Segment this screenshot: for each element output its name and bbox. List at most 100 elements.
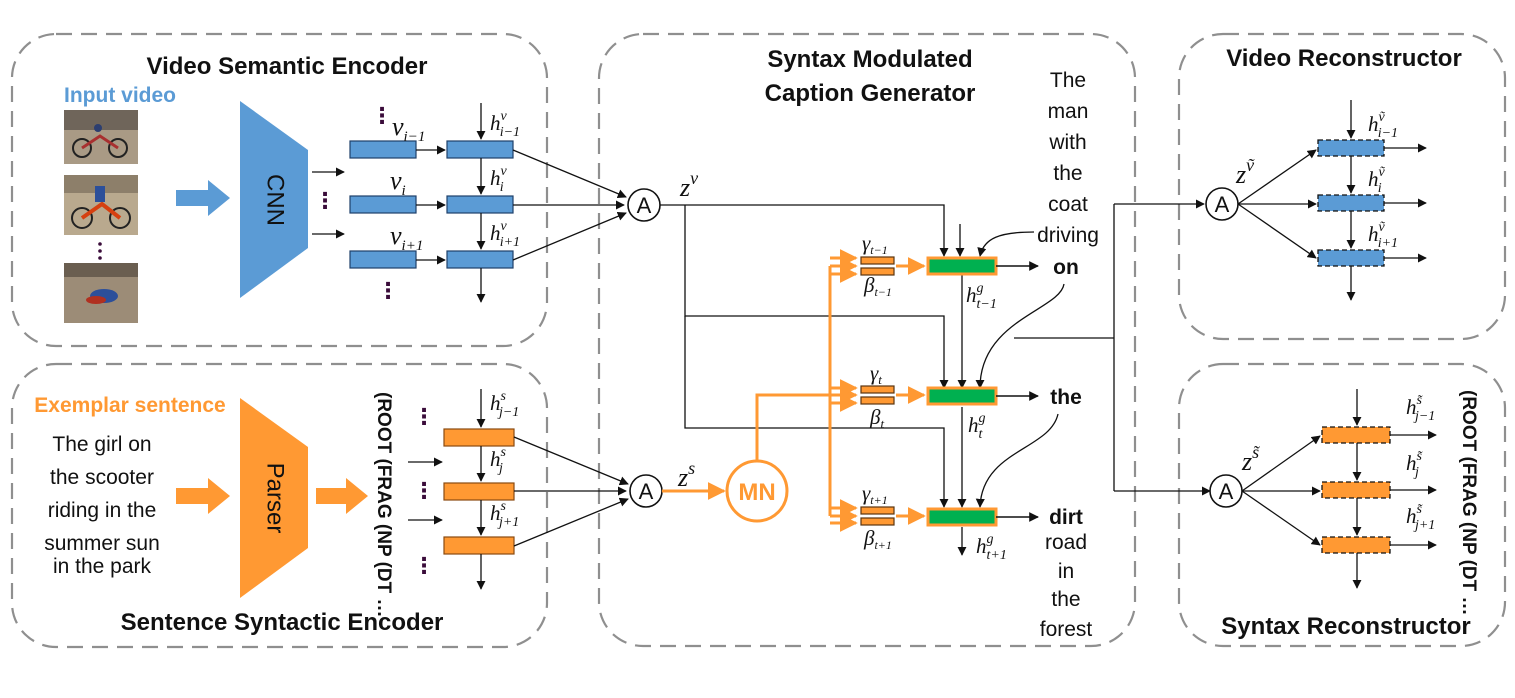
feature-label-prev: vi−1 xyxy=(392,112,425,145)
syntax-dots-3: ⋮ xyxy=(413,553,435,578)
feature-box-cur xyxy=(349,195,417,214)
syntax-recon-attention-label: A xyxy=(1219,479,1234,504)
caption-word-3: with xyxy=(1048,131,1086,154)
caption-word-9: the xyxy=(1051,588,1080,611)
syntax-recon-box-next xyxy=(1321,536,1391,554)
caption-word-5: coat xyxy=(1048,193,1088,216)
mn-label: MN xyxy=(738,479,775,506)
caption-word-4: the xyxy=(1053,162,1082,185)
syntax-recon-label-prev: hs̃j−1 xyxy=(1406,393,1435,424)
video-attention-label: A xyxy=(637,193,652,218)
generator-cell-prev xyxy=(926,256,998,276)
video-recon-box-cur xyxy=(1317,194,1385,212)
zv-label: zv xyxy=(679,168,698,202)
exemplar-sentence-label: Exemplar sentence xyxy=(34,394,225,417)
caption-word-10: forest xyxy=(1040,618,1093,641)
panel-video-reconstructor xyxy=(1177,32,1507,341)
gamma-box-next xyxy=(860,506,895,515)
cnn-dots: ⋮ xyxy=(314,188,336,213)
feature-label-next: vi+1 xyxy=(390,221,423,254)
parser-label: Parser xyxy=(262,463,289,534)
video-hidden-box-prev xyxy=(446,140,514,159)
cnn-block xyxy=(240,101,308,298)
beta-label-prev: βt−1 xyxy=(863,273,892,299)
syntax-recon-label-cur: hs̃j xyxy=(1406,449,1423,480)
beta-box-cur xyxy=(860,396,895,405)
parse-tree-text: (ROOT (FRAG (NP (DT … xyxy=(373,392,394,618)
feature-label-cur: vi xyxy=(390,166,406,199)
generator-title-line1: Syntax Modulated xyxy=(767,46,972,73)
caption-word-8: in xyxy=(1058,560,1074,583)
exemplar-line-5: in the park xyxy=(53,555,152,578)
sentence-to-parser-arrow xyxy=(176,478,230,514)
exemplar-line-2: the scooter xyxy=(50,466,154,489)
video-hidden-box-next xyxy=(446,250,514,269)
syntax-recon-z-label: zs̃ xyxy=(1241,442,1261,476)
zs-label: zs xyxy=(677,458,695,492)
syntax-dots-1: ⋮ xyxy=(413,404,435,429)
video-recon-box-prev xyxy=(1317,139,1385,157)
exemplar-line-1: The girl on xyxy=(52,433,151,456)
syntax-attention-label: A xyxy=(639,479,654,504)
exemplar-line-4: summer sun xyxy=(44,532,160,555)
parser-to-tree-arrow xyxy=(316,478,368,514)
syntax-hidden-box-cur xyxy=(443,482,515,501)
exemplar-line-3: riding in the xyxy=(48,499,157,522)
syntax-dots-2: ⋮ xyxy=(413,478,435,503)
output-word-prev: on xyxy=(1053,256,1079,279)
syntax-recon-box-cur xyxy=(1321,481,1391,499)
caption-word-6: driving xyxy=(1037,224,1099,247)
video-frames xyxy=(64,110,138,323)
input-video-label: Input video xyxy=(64,84,176,107)
syntax-reconstructor-title: Syntax Reconstructor xyxy=(1221,613,1470,640)
output-word-cur: the xyxy=(1050,386,1082,409)
gamma-label-next: γt+1 xyxy=(862,481,888,507)
video-recon-attention-label: A xyxy=(1215,192,1230,217)
gamma-label-cur: γt xyxy=(870,361,882,387)
caption-word-1: The xyxy=(1050,69,1086,92)
caption-word-2: man xyxy=(1048,100,1089,123)
generator-cell-next xyxy=(926,507,998,527)
video-encoder-title: Video Semantic Encoder xyxy=(147,53,428,80)
syntax-recon-box-prev xyxy=(1321,426,1391,444)
panel-syntax-reconstructor xyxy=(1177,362,1507,648)
panel-syntax-encoder xyxy=(10,362,549,649)
gamma-box-cur xyxy=(860,385,895,394)
video-recon-box-next xyxy=(1317,249,1385,267)
generator-cell-cur xyxy=(926,386,998,406)
gamma-box-prev xyxy=(860,256,895,265)
parser-block xyxy=(240,398,308,598)
beta-label-cur: βt xyxy=(869,405,884,431)
output-word-next: dirt xyxy=(1049,506,1083,529)
video-reconstructor-title: Video Reconstructor xyxy=(1226,45,1462,72)
panel-caption-generator xyxy=(597,32,1137,648)
generator-title-line2: Caption Generator xyxy=(765,80,976,107)
beta-label-next: βt+1 xyxy=(863,526,892,552)
video-hidden-box-cur xyxy=(446,195,514,214)
panel-video-encoder xyxy=(10,32,549,348)
syntax-hidden-box-prev xyxy=(443,428,515,447)
cnn-label: CNN xyxy=(262,174,289,226)
beta-box-prev xyxy=(860,267,895,276)
syntax-encoder-title: Sentence Syntactic Encoder xyxy=(121,609,444,636)
feature-dots-top: ⋮ xyxy=(371,103,393,128)
video-recon-z-label: zṽ xyxy=(1235,155,1255,189)
caption-word-7: road xyxy=(1045,531,1087,554)
gamma-label-prev: γt−1 xyxy=(862,231,888,257)
syntax-recon-label-next: hs̃j+1 xyxy=(1406,502,1435,533)
beta-box-next xyxy=(860,517,895,526)
recon-parse-tree-text: (ROOT (FRAG (NP (DT … xyxy=(1458,390,1479,616)
